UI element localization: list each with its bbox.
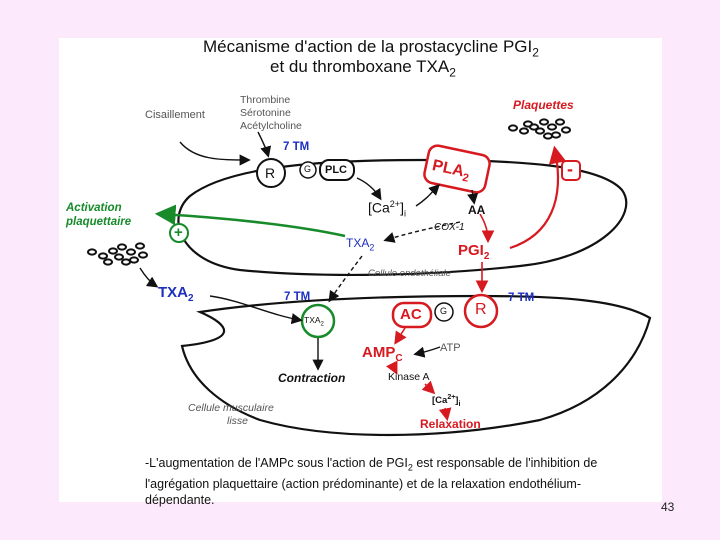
txa2-receptor-label: TXA2 [304,316,324,328]
label-serotonine: Sérotonine [240,107,291,119]
arrow-activation [154,204,346,238]
plc-label: PLC [325,164,347,176]
arrow-plc-to-ca [356,177,382,201]
ca-upper-sup: 2+ [389,199,401,209]
label-smooth-muscle-line2: lisse [227,415,249,427]
txa2-left-text: TXA [158,284,188,301]
title-line1-sub: 2 [532,45,539,60]
ac-label: AC [400,306,422,323]
plc-box [319,159,355,181]
arrow-ac-to-ampc [394,327,407,345]
minus-sign-box [561,160,581,181]
arrow-txa2-to-receptor [209,295,303,325]
label-plaquettes: Plaquettes [513,98,574,112]
title-line1-text: Mécanisme d'action de la prostacycline P… [203,37,533,56]
slide-title-line2: et du thromboxane TXA2 [270,58,456,78]
ampc-text: AMP [362,344,396,361]
plus-sign-circle [169,223,189,243]
txa2-receptor-sub: 2 [320,321,324,328]
arrow-aa-to-txa2 [383,221,461,243]
label-7tm-right: 7 TM [508,292,535,304]
arrow-pla2-to-aa [467,189,479,205]
platelets-top-cluster [508,118,571,140]
g-protein-lower-circle [434,302,454,322]
arrow-pgi2-to-platelets [509,145,567,250]
label-smooth-muscle-line1: Cellule musculaire [188,402,274,414]
title-line2-text: et du thromboxane TXA [270,57,450,76]
arrow-ca-to-pla2 [415,184,440,207]
txa2-inner-label: TXA2 [346,237,374,252]
arrow-platelets-to-txa2 [139,267,159,288]
label-contraction: Contraction [278,371,346,385]
arrow-kinase-to-ca [421,380,436,395]
ampc-label: AMPC [362,345,403,364]
txa2-inner-sub: 2 [369,242,375,253]
arrow-ampc-to-kinase [385,360,398,375]
slide-title-line1: Mécanisme d'action de la prostacycline P… [203,38,539,58]
txa2-inner-text: TXA [346,236,370,250]
ca-lower-sup: 2+ [447,394,456,401]
arrow-atp [413,346,441,358]
g-protein-top: G [304,164,312,174]
arrow-agonists [257,131,272,158]
label-7tm-left: 7 TM [284,291,311,303]
plus-sign: + [174,224,183,241]
pgi2-label: PGI2 [458,243,489,262]
ca-upper-suffix: ] [400,199,404,216]
ca-upper-prefix: [Ca [368,199,390,216]
ca-lower-suffix: ] [455,395,459,407]
footnote-part1-sub: 2 [407,462,413,473]
label-kinase-a: Kinase A [388,371,430,383]
aa-label: AA [468,203,486,217]
ca-lower-sub: i [458,401,461,409]
txa2-left-label: TXA2 [158,285,194,304]
txa2-receptor-text: TXA [304,315,321,325]
txa2-left-sub: 2 [188,293,194,304]
ca-lower-prefix: [Ca [432,395,448,407]
g-protein-top-circle [299,161,317,179]
footnote: -L'augmentation de l'AMPc sous l'action … [145,455,645,508]
ca-lower-label: [Ca2+]i [432,394,460,408]
label-7tm-top: 7 TM [283,141,310,153]
pgi2-text: PGI [458,242,484,259]
receptor-r-top-circle [256,158,286,188]
pgi2-sub: 2 [483,251,490,262]
receptor-r-lower: R [475,301,487,318]
arrow-cisaillement [179,141,251,166]
minus-sign: - [567,159,573,179]
footnote-part2: est responsable de l'inhibition de l'agr… [145,456,598,507]
ca-upper-sub: i [403,208,406,219]
arrow-aa-to-pgi2 [479,213,495,244]
endothelial-cell-outline [177,158,628,277]
label-acetylcholine: Acétylcholine [240,120,302,132]
platelets-left-cluster [87,242,148,266]
arrow-ca-to-relaxation [438,407,452,422]
smooth-muscle-cell-outline [180,294,652,437]
page-number: 43 [661,500,675,514]
label-cellule-endotheliale: Cellule endothéliale [368,268,451,279]
ampc-sub: C [395,353,403,364]
ac-box [391,301,433,329]
footnote-part1: -L'augmentation de l'AMPc sous l'action … [145,456,408,470]
label-relaxation: Relaxation [420,417,481,431]
label-thrombine: Thrombine [240,94,291,106]
label-cisaillement: Cisaillement [145,109,205,121]
ca-upper-label: [Ca2+]i [368,200,406,218]
receptor-r-lower-circle [463,293,499,329]
slide-panel [59,38,662,502]
arrow-txa2-to-muscle [328,255,363,303]
label-activation-line2: plaquettaire [66,216,132,228]
g-protein-lower: G [440,306,448,316]
pla2-box [423,144,491,194]
title-line2-sub: 2 [449,65,456,80]
cox1-label: COX-1 [434,222,465,233]
receptor-r-top: R [265,165,276,181]
atp-label: ATP [440,342,461,354]
label-activation-line1: Activation [66,202,122,214]
